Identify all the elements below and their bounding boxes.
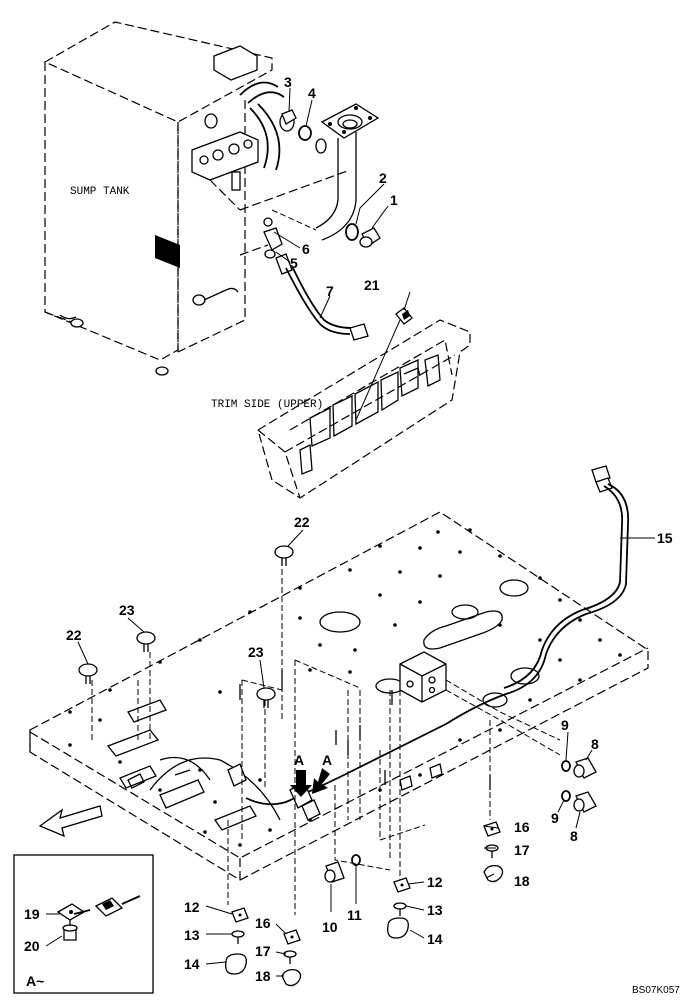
mounting-pins: [239, 670, 491, 790]
detail-a-clamp: [56, 895, 141, 941]
part-9-oring-upper: [561, 760, 571, 772]
part-21-clip: [355, 307, 413, 421]
part-7-hose: [275, 253, 369, 341]
callout-22-left: 22: [66, 627, 82, 643]
part-6-oring: [263, 217, 273, 227]
part-23-bolt-left: [136, 631, 156, 652]
detail-a-label: A~: [26, 973, 44, 989]
callout-20: 20: [24, 938, 40, 954]
callout-23-mid: 23: [248, 644, 264, 660]
callout-11: 11: [347, 907, 362, 923]
part-8-fitting-lower: [573, 791, 597, 813]
callout-9-lower: 9: [551, 810, 559, 826]
callout-13-left: 13: [184, 927, 200, 943]
part-8-fitting-upper: [573, 757, 597, 779]
callout-22-top: 22: [294, 514, 310, 530]
part-9-oring-lower: [561, 790, 571, 802]
trim-side-upper: [257, 319, 471, 499]
part-16-clip-left: [283, 929, 301, 945]
part-3-plug: [279, 109, 297, 132]
part-12-clip-left: [231, 907, 249, 923]
trim-side-label: TRIM SIDE (UPPER): [211, 399, 323, 411]
sump-tank-label: SUMP TANK: [70, 186, 130, 198]
part-12-clip-right: [393, 877, 411, 893]
flange-assembly: [271, 103, 380, 241]
callout-12-right: 12: [427, 874, 443, 890]
callout-1: 1: [390, 192, 398, 208]
callout-6: 6: [302, 241, 310, 257]
callout-14-left: 14: [184, 956, 200, 972]
part-23-bolt-mid: [256, 687, 276, 708]
view-a-label-2: A: [322, 752, 332, 768]
callout-23-left: 23: [119, 602, 135, 618]
drawing-code: BS07K057: [632, 985, 680, 996]
part-13-screw-left: [231, 930, 245, 944]
callout-leaders: [45, 87, 655, 977]
view-a-arrows: [290, 768, 330, 797]
part-14-grommet-left: [225, 953, 247, 975]
callout-5: 5: [290, 255, 298, 271]
part-14-grommet-right: [387, 917, 409, 939]
part-18-grommet-right: [483, 864, 504, 883]
view-a-label-1: A: [294, 752, 304, 768]
part-10-fitting: [324, 861, 345, 883]
callout-7: 7: [326, 283, 334, 299]
floor-plate-holes: [68, 528, 622, 847]
part-13-screw-right: [393, 902, 407, 916]
callout-15: 15: [657, 530, 673, 546]
plate-wiring: [127, 756, 321, 821]
part-1-plug: [359, 227, 381, 248]
part-2-oring: [345, 223, 359, 241]
callout-19: 19: [24, 906, 40, 922]
callout-17-left: 17: [255, 943, 271, 959]
part-17-screw-right: [485, 844, 499, 858]
callout-3: 3: [284, 74, 292, 90]
callout-14-right: 14: [427, 931, 443, 947]
callout-17-right: 17: [514, 842, 530, 858]
part-4-oring: [298, 125, 312, 141]
part-11-oring: [351, 854, 361, 866]
callout-12-left: 12: [184, 899, 200, 915]
part-22-bolt-top: [274, 545, 294, 566]
callout-2: 2: [379, 170, 387, 186]
valve-block: [399, 651, 447, 703]
callout-10: 10: [322, 919, 338, 935]
callout-9-upper: 9: [561, 717, 569, 733]
callout-4: 4: [308, 85, 316, 101]
front-direction-arrow: [38, 805, 103, 838]
callout-16-right: 16: [514, 819, 530, 835]
part-17-screw-left: [283, 950, 297, 964]
part-16-clip-right: [483, 821, 501, 837]
callout-18-left: 18: [255, 968, 271, 984]
callout-8-lower: 8: [570, 828, 578, 844]
callout-13-right: 13: [427, 902, 443, 918]
dashed-leaders: [91, 560, 561, 915]
part-5-elbow: [263, 227, 283, 259]
detail-a-frame: [13, 854, 154, 994]
callout-18-right: 18: [514, 873, 530, 889]
part-18-grommet-left: [281, 968, 302, 987]
sump-tank: [43, 21, 351, 376]
part-22-bolt-left: [78, 663, 98, 684]
callout-16-left: 16: [255, 915, 271, 931]
callout-21: 21: [364, 277, 380, 293]
callout-8-upper: 8: [591, 736, 599, 752]
